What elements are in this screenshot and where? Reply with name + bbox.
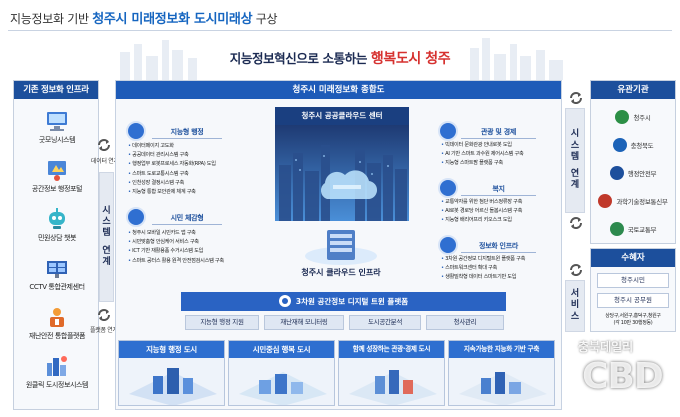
goal-illustration <box>239 372 327 405</box>
related-orgs-header: 유관기관 <box>591 81 675 99</box>
legacy-item-city-info[interactable]: 원클릭 도시정보시스템 <box>14 354 100 390</box>
legacy-item-label: 재난안전 통합플랫폼 <box>28 332 86 340</box>
skyline-background <box>0 34 680 80</box>
sub-item-office-management: 청사관리 <box>426 315 504 330</box>
citizen-icon <box>126 207 146 227</box>
org-chungbuk: 충청북도 <box>591 133 675 156</box>
digital-twin-label: 3차원 공간정보 디지털 트윈 플랫폼 <box>295 297 409 306</box>
welfare-icon <box>438 178 458 198</box>
disaster-icon <box>44 305 70 329</box>
goal-title: 지능형 행정 도시 <box>119 341 224 358</box>
title-highlight: 청주시 미래정보화 도시미래상 <box>92 12 253 27</box>
page-title: 지능정보화 기반 청주시 미래정보화 도시미래상 구상 <box>10 8 278 27</box>
server-cloud-icon <box>303 226 379 266</box>
group-bullets-citizen: 청주시 모바일 시민카드 앱 구축 시민맞춤형 안심케어 서비스 구축 ICT … <box>128 229 224 266</box>
goal-title: 시민중심 행복 도시 <box>229 341 334 358</box>
tourism-icon <box>438 121 458 141</box>
government-emblem-icon <box>609 221 624 236</box>
sync-icon <box>568 215 584 231</box>
beneficiary-note: 상당구,서원구,흥덕구,청원구 (각 10만 30행정동) <box>605 313 661 326</box>
goal-citizen-happy: 시민중심 행복 도시 <box>228 340 335 406</box>
group-title-tourism: 관광 및 경제 <box>461 127 536 139</box>
watermark: 충북데일리 CBD <box>576 334 680 414</box>
platform-icon <box>278 295 291 307</box>
legacy-infra-panel: 기존 정보화 인프라 굿모닝시스템 공간정보 행정포털 민원상담 챗봇 CCTV… <box>13 80 99 410</box>
cctv-icon <box>44 256 70 280</box>
government-emblem-icon <box>609 165 624 180</box>
group-bullets-welfare: 교통약자를 위한 첨단 버스정류장 구축 AI로봇 경로당 어르신 돌봄시스템 … <box>441 198 522 226</box>
legacy-item-label: 굿모닝시스템 <box>38 136 76 144</box>
title-divider <box>8 30 672 31</box>
computer-icon <box>44 109 70 133</box>
slogan: 지능정보혁신으로 소통하는 행복도시 청주 <box>0 48 680 68</box>
watermark-text: 충북데일리 <box>578 340 634 354</box>
legacy-item-disaster[interactable]: 재난안전 통합플랫폼 <box>14 305 100 341</box>
legacy-item-label: 원클릭 도시정보시스템 <box>25 381 89 389</box>
org-molit: 국토교통부 <box>591 217 675 240</box>
cloud-center-title: 청주시 공공클라우드 센터 <box>275 107 409 125</box>
infra-icon <box>438 235 458 255</box>
goal-illustration <box>349 370 437 405</box>
data-link-label: 데이터 연계 <box>91 158 119 165</box>
goal-illustration <box>459 372 547 405</box>
slogan-highlight: 행복도시 청주 <box>370 51 451 67</box>
government-emblem-icon <box>598 193 613 208</box>
right-system-link-bar: 시 스 템 연 계 <box>565 108 585 213</box>
related-orgs-panel: 유관기관 청주시 충청북도 행정안전부 과학기술정보통신부 국토교통부 <box>590 80 676 244</box>
org-cheongju: 청주시 <box>591 105 675 128</box>
cloud-center-image <box>275 125 409 221</box>
digital-twin-platform-bar: 3차원 공간정보 디지털 트윈 플랫폼 <box>181 292 506 311</box>
sync-icon <box>96 307 112 323</box>
group-title-welfare: 복지 <box>461 184 536 196</box>
sub-item-admin-support: 지능형 행정 지원 <box>185 315 259 330</box>
sync-icon <box>568 90 584 106</box>
legacy-item-label: CCTV 통합관제센터 <box>29 283 85 291</box>
group-bullets-tourism: 빅데이터 문화관광 안내로봇 도입 AI 기반 스마트 과수원 제어시스템 구축… <box>441 141 524 169</box>
group-bullets-infra: 3차원 공간정보 디지털트윈 플랫폼 구축 스마트워크센터 확대 구축 생활밀착… <box>441 255 525 283</box>
service-link-bar: 서 비 스 <box>565 280 585 332</box>
org-mois: 행정안전부 <box>591 161 675 184</box>
cloud-infra-label: 청주시 클라우드 인프라 <box>301 268 381 277</box>
sub-item-urban-analysis: 도시공간분석 <box>349 315 421 330</box>
legacy-item-spatial-portal[interactable]: 공간정보 행정포털 <box>14 158 100 194</box>
chungbuk-logo-icon <box>612 137 627 152</box>
map-portal-icon <box>44 158 70 182</box>
admin-icon <box>126 121 146 141</box>
legacy-infra-header: 기존 정보화 인프라 <box>14 81 98 99</box>
watermark-logo: CBD <box>582 356 664 397</box>
goal-title: 지속가능한 지능화 기반 구축 <box>449 341 554 358</box>
slogan-prefix: 지능정보혁신으로 소통하는 <box>229 51 368 66</box>
sync-icon <box>568 262 584 278</box>
beneficiary-officials: 청주시 공무원 <box>597 293 669 308</box>
chatbot-icon <box>44 207 70 231</box>
group-title-citizen: 시민 체감형 <box>152 213 222 225</box>
legacy-item-label: 공간정보 행정포털 <box>31 185 83 193</box>
goal-sustainable-infra: 지속가능한 지능화 기반 구축 <box>448 340 555 406</box>
legacy-item-label: 민원상담 챗봇 <box>37 234 77 242</box>
city-info-icon <box>44 354 70 378</box>
sync-icon <box>96 137 112 153</box>
org-msit: 과학기술정보통신부 <box>591 189 675 212</box>
title-prefix: 지능정보화 기반 <box>10 12 89 26</box>
goal-title: 함께 성장하는 관광·경제 도시 <box>339 341 444 358</box>
goal-illustration <box>129 368 217 405</box>
beneficiaries-header: 수혜자 <box>591 249 675 267</box>
legacy-item-goodmorning[interactable]: 굿모닝시스템 <box>14 109 100 145</box>
goal-smart-admin: 지능형 행정 도시 <box>118 340 225 406</box>
legacy-item-chatbot[interactable]: 민원상담 챗봇 <box>14 207 100 243</box>
cheongju-logo-icon <box>615 109 630 124</box>
group-title-infra: 정보화 인프라 <box>461 241 536 253</box>
beneficiary-citizens: 청주시민 <box>597 273 669 288</box>
master-plan-header: 청주시 미래정보화 종합도 <box>116 81 561 99</box>
platform-link-label: 플랫폼 연계 <box>90 327 118 334</box>
left-system-link-bar: 시 스 템 연 계 <box>99 172 114 302</box>
legacy-item-cctv[interactable]: CCTV 통합관제센터 <box>14 256 100 292</box>
beneficiaries-panel: 수혜자 청주시민 청주시 공무원 상당구,서원구,흥덕구,청원구 (각 10만 … <box>590 248 676 332</box>
group-bullets-admin: 데이터페이지 고도화 공공데이터 관리시스템 구축 행정업무 로봇프로세스 자동… <box>128 142 216 197</box>
goal-tourism-economy: 함께 성장하는 관광·경제 도시 <box>338 340 445 406</box>
group-title-admin: 지능형 행정 <box>152 127 222 139</box>
sub-item-disaster-monitoring: 재난재해 모니터링 <box>264 315 344 330</box>
title-suffix: 구상 <box>255 12 278 26</box>
